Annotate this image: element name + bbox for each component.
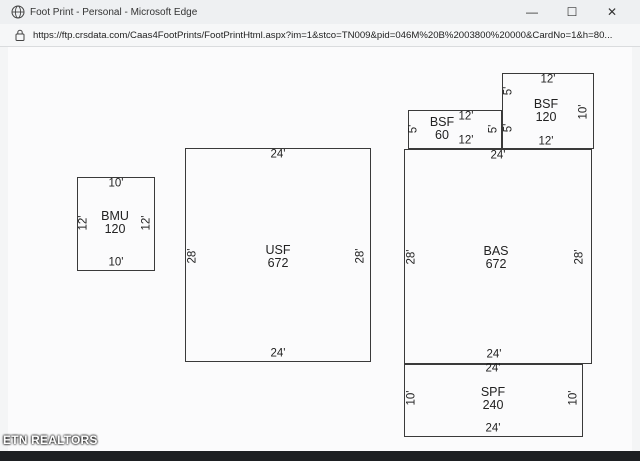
bsf-small-code: BSF — [429, 114, 455, 129]
footprint-sketch: 10' 10' 12' 12' BMU 120 24' 24' 28' 28' … — [8, 47, 632, 451]
bas-left-dim: 28' — [405, 249, 418, 265]
bmu-right-dim: 12' — [140, 215, 153, 231]
spf-top-dim: 24' — [485, 362, 501, 375]
bsf-small-right-dim: 5' — [487, 124, 500, 134]
usf-area — [185, 148, 371, 362]
spf-left-dim: 10' — [405, 390, 418, 406]
minimize-button[interactable]: — — [526, 5, 538, 19]
spf-area — [404, 364, 583, 437]
bsf-large-top-dim: 12' — [540, 73, 556, 86]
bmu-code: BMU — [101, 208, 129, 223]
bas-label: BAS 672 — [483, 243, 509, 271]
bsf-large-area — [502, 73, 594, 149]
maximize-button[interactable]: ☐ — [566, 5, 578, 19]
spf-area-value: 240 — [482, 398, 504, 412]
bsf-small-label: BSF 60 — [429, 114, 455, 142]
bsf-large-label: BSF 120 — [533, 96, 559, 124]
bas-area-value: 672 — [485, 257, 507, 271]
usf-code: USF — [265, 242, 291, 257]
bmu-left-dim: 12' — [77, 215, 90, 231]
usf-right-dim: 28' — [354, 248, 367, 264]
bas-right-dim: 28' — [573, 249, 586, 265]
usf-area-value: 672 — [267, 256, 289, 270]
bas-top-dim: 24' — [490, 149, 506, 162]
bsf-large-code: BSF — [533, 96, 559, 111]
spf-label: SPF 240 — [480, 384, 506, 412]
bsf-large-left-top-dim: 5' — [502, 86, 515, 96]
bsf-small-bottom-dim: 12' — [458, 134, 474, 147]
bsf-large-left-bottom-dim: 5' — [502, 123, 515, 133]
bmu-label: BMU 120 — [101, 208, 129, 236]
spf-code: SPF — [480, 384, 506, 399]
usf-label: USF 672 — [265, 242, 291, 270]
bsf-small-area-value: 60 — [435, 128, 449, 142]
title-bar[interactable]: Foot Print - Personal - Microsoft Edge —… — [0, 0, 640, 24]
bsf-small-area — [408, 110, 502, 149]
globe-icon — [11, 5, 25, 19]
bsf-large-area-value: 120 — [535, 110, 557, 124]
bmu-area — [77, 177, 155, 271]
watermark-text: ETN REALTORS — [3, 433, 98, 447]
bmu-bottom-dim: 10' — [108, 256, 124, 269]
bmu-area-value: 120 — [104, 222, 126, 236]
spf-bottom-dim: 24' — [485, 422, 501, 435]
usf-left-dim: 28' — [186, 248, 199, 264]
bsf-small-left-dim: 5' — [407, 124, 420, 134]
window-title: Foot Print - Personal - Microsoft Edge — [30, 6, 198, 18]
bas-bottom-dim: 24' — [486, 348, 502, 361]
bsf-small-top-dim: 12' — [458, 110, 474, 123]
screen-bezel — [0, 451, 640, 461]
lock-icon — [15, 29, 25, 41]
bas-area — [404, 149, 592, 364]
address-bar[interactable]: https://ftp.crsdata.com/Caas4FootPrints/… — [0, 24, 640, 47]
spf-right-dim: 10' — [567, 390, 580, 406]
bas-code: BAS — [483, 243, 509, 258]
usf-top-dim: 24' — [270, 148, 286, 161]
bmu-top-dim: 10' — [108, 177, 124, 190]
usf-bottom-dim: 24' — [270, 347, 286, 360]
url-text[interactable]: https://ftp.crsdata.com/Caas4FootPrints/… — [33, 29, 613, 41]
bsf-large-bottom-dim: 12' — [538, 135, 554, 148]
bsf-large-right-dim: 10' — [577, 104, 590, 120]
close-button[interactable]: ✕ — [606, 5, 618, 19]
